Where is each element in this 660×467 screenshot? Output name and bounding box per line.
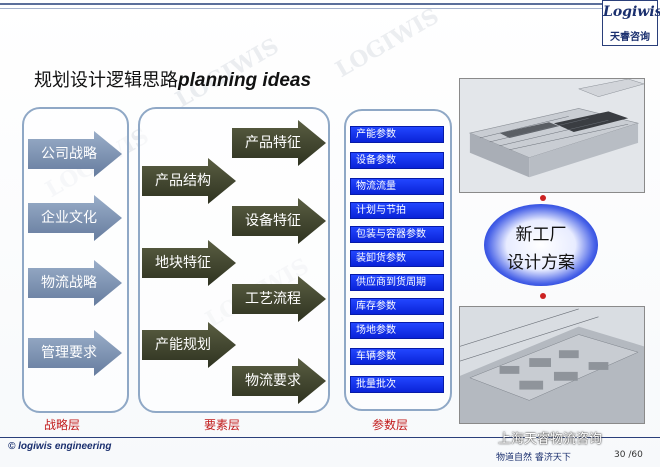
result-line2: 设计方案 [507,253,575,273]
ellipse-shape-icon [484,204,598,286]
parameter-item: 批量批次 [350,376,444,393]
parameter-item: 计划与节拍 [350,202,444,219]
arrow-shape-icon [28,131,122,177]
arrow-shape-icon [142,240,236,286]
parameter-item: 设备参数 [350,152,444,169]
strategy-item: 公司战略 [41,146,97,162]
page-title: 规划设计逻辑思路planning ideas [34,66,311,92]
parameter-item: 供应商到货周期 [350,274,444,291]
element-arrow: 产能规划 [142,322,236,368]
page-number: 30 /60 [614,450,643,460]
parameter-item: 车辆参数 [350,348,444,365]
page-title-en: planning ideas [178,70,312,91]
element-arrow: 产品特征 [232,120,326,166]
arrow-shape-icon [232,120,326,166]
connector-dot [540,293,546,299]
layer-label: 战略层 [44,418,81,432]
arrow-shape-icon [232,358,326,404]
parameter-item: 装卸货参数 [350,250,444,267]
footer-rule [0,437,660,438]
strategy-arrow: 企业文化 [28,195,122,241]
layer-label: 参数层 [372,418,409,432]
arrow-shape-icon [232,198,326,244]
element-item: 物流要求 [245,373,301,389]
logo: Logiwis 天睿咨询 [602,0,660,46]
layer-label: 要素层 [204,418,241,432]
strategy-arrow: 公司战略 [28,131,122,177]
element-arrow: 物流要求 [232,358,326,404]
element-item: 地块特征 [155,255,211,271]
element-arrow: 地块特征 [142,240,236,286]
strategy-item: 管理要求 [41,345,97,361]
parameter-item: 产能参数 [350,126,444,143]
factory-interior-icon [460,307,644,423]
arrow-shape-icon [142,158,236,204]
factory-render-icon [460,79,644,192]
arrow-shape-icon [28,330,122,376]
watermark: LOGIWIS [331,3,444,83]
arrow-shape-icon [232,276,326,322]
factory-interior-image [459,306,645,424]
strategy-arrow: 物流战略 [28,260,122,306]
logo-brand: Logiwis [603,4,660,20]
header-rule-thin [0,8,602,9]
strategy-arrow: 管理要求 [28,330,122,376]
arrow-shape-icon [28,260,122,306]
result-line1: 新工厂 [515,225,567,245]
arrow-shape-icon [28,195,122,241]
element-item: 设备特征 [245,213,301,229]
element-arrow: 工艺流程 [232,276,326,322]
parameter-item: 场地参数 [350,322,444,339]
element-item: 工艺流程 [245,291,301,307]
factory-render-image [459,78,645,193]
copyright: © logiwis engineering [8,441,112,452]
arrow-shape-icon [142,322,236,368]
element-arrow: 产品结构 [142,158,236,204]
wechat-account: 上海天睿物流咨询 [498,432,603,447]
connector-dot [540,195,546,201]
strategy-item: 物流战略 [41,275,97,291]
result-ellipse: 新工厂 设计方案 [482,202,600,288]
page-title-cn: 规划设计逻辑思路 [34,70,178,91]
strategy-item: 企业文化 [41,210,97,226]
slogan: 物道自然 睿济天下 [496,453,571,463]
logo-brand-cn: 天睿咨询 [610,32,650,43]
parameter-item: 库存参数 [350,298,444,315]
element-item: 产品结构 [155,173,211,189]
header-rule [0,3,602,5]
element-item: 产能规划 [155,337,211,353]
parameter-item: 物流流量 [350,178,444,195]
element-arrow: 设备特征 [232,198,326,244]
parameter-item: 包装与容器参数 [350,226,444,243]
element-item: 产品特征 [245,135,301,151]
